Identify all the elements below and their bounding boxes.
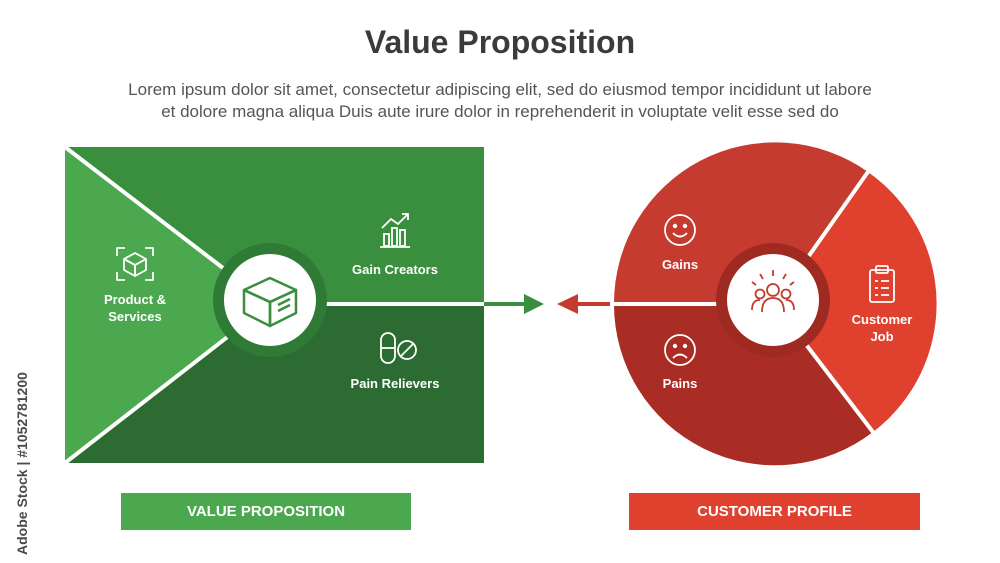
stock-watermark: Adobe Stock | #1052781200	[14, 372, 30, 555]
customer-job-label-line-2: Job	[870, 329, 894, 344]
product-hub	[224, 254, 316, 346]
value-proposition-square	[63, 145, 484, 465]
products-services-panel	[65, 147, 270, 463]
customer-job-label: Customer Job	[837, 311, 927, 345]
subtitle-line-1: Lorem ipsum dolor sit amet, consectetur …	[128, 80, 872, 99]
page-title: Value Proposition	[364, 24, 636, 60]
customer-hub	[727, 254, 819, 346]
customer-job-sector	[775, 172, 937, 432]
cube-icon	[116, 247, 154, 281]
gain-creators-label: Gain Creators	[352, 262, 438, 277]
growth-chart-icon	[380, 213, 410, 248]
customer-profile-footer: CUSTOMER PROFILE	[629, 493, 920, 530]
arrow-right-icon	[484, 294, 544, 314]
customer-profile-circle	[610, 142, 937, 466]
sad-icon	[664, 334, 696, 366]
smile-icon	[664, 214, 696, 246]
subtitle-line-2: et dolore magna aliqua Duis aute irure d…	[161, 102, 839, 121]
gains-sector	[613, 142, 868, 304]
customer-job-label-line-1: Customer	[851, 312, 913, 327]
box-icon	[242, 276, 298, 328]
product-services-label-line-1: Product &	[103, 292, 167, 307]
pills-icon	[380, 332, 417, 364]
value-proposition-footer: VALUE PROPOSITION	[121, 493, 411, 530]
product-services-label: Product & Services	[85, 291, 185, 325]
pain-relievers-label: Pain Relievers	[350, 376, 440, 391]
clipboard-icon	[869, 265, 895, 303]
arrow-left-icon	[557, 294, 616, 314]
team-icon	[751, 270, 795, 313]
pains-sector	[613, 304, 873, 466]
product-services-label-line-2: Services	[108, 309, 162, 324]
page-subtitle: Lorem ipsum dolor sit amet, consectetur …	[30, 79, 970, 123]
pains-label: Pains	[662, 376, 698, 391]
gains-label: Gains	[661, 257, 699, 272]
